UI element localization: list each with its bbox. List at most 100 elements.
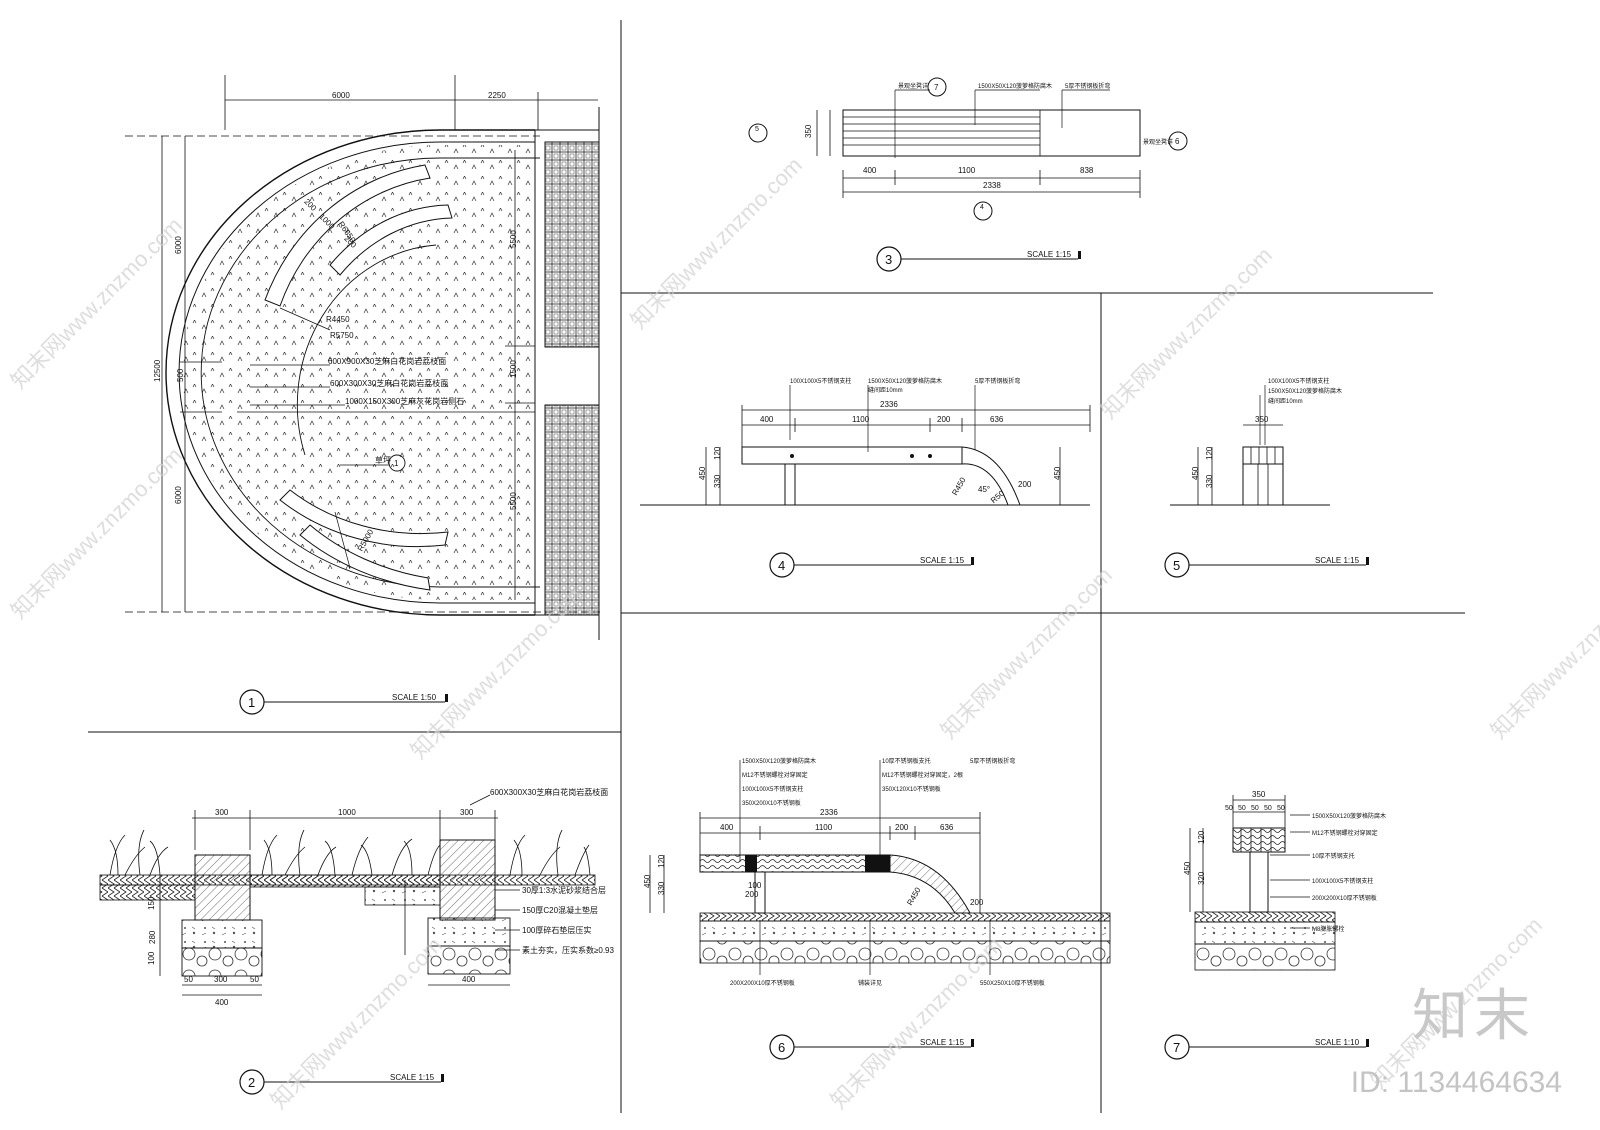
dim-text: 1100 — [852, 415, 870, 424]
post-left — [754, 871, 766, 914]
plaza-outer-arc — [165, 129, 535, 616]
dim-text: 450 — [1183, 861, 1192, 875]
bench-seat — [741, 446, 963, 465]
title-scale: SCALE 1:15 — [1315, 556, 1360, 565]
dim-text: 6000 — [332, 91, 350, 100]
dim-text: 6000 — [174, 486, 183, 504]
dim-text: 400 — [863, 166, 877, 175]
bench-leg — [784, 463, 796, 506]
dim-text: 150 — [147, 896, 156, 910]
watermark: 知末网www.znzmo.com — [266, 932, 447, 1113]
note: 100厚碎石垫层压实 — [522, 925, 591, 935]
dim-text: 330 — [657, 881, 666, 895]
tile-strip-upper — [544, 141, 600, 348]
ring-band-outer — [200, 157, 540, 588]
curved-seat-bottom — [299, 524, 431, 591]
title-scale: SCALE 1:15 — [390, 1073, 435, 1082]
dim-text: 120 — [713, 446, 722, 460]
dim-text: 330 — [1205, 474, 1214, 488]
small-dim: 50 — [1238, 805, 1246, 812]
dim-text: 450 — [1053, 466, 1062, 480]
dim-text: 400 — [215, 998, 229, 1007]
bench-body — [842, 109, 1141, 157]
watermark: 知末网www.znzmo.com — [1096, 242, 1277, 423]
note: 5厚不锈钢板折弯 — [975, 377, 1020, 385]
label: R50 — [989, 488, 1006, 505]
plan-1-detail-marker — [388, 454, 406, 472]
dim-text: 5500 — [509, 230, 518, 248]
note: M8膨胀螺栓 — [1312, 925, 1344, 933]
note: M12不锈钢螺栓对穿固定 — [742, 771, 808, 779]
note: 100X100X5不锈钢支柱 — [790, 377, 851, 385]
dim-text: 50 — [184, 975, 193, 984]
note: 景观坐凳详 — [1143, 138, 1173, 146]
image-id-label: ID: 1134464634 — [1350, 1066, 1562, 1099]
note: 缝间距10mm — [1268, 397, 1303, 405]
note: 10厚不锈钢板支托 — [882, 757, 931, 765]
grass-plants — [109, 829, 591, 876]
note: 1000X150X300芝麻灰花岗岩侧石 — [345, 396, 464, 406]
section-2-planter-edge — [99, 794, 596, 996]
gravel-left — [181, 947, 263, 977]
title-scale: SCALE 1:15 — [920, 1038, 965, 1047]
dim-text: 200 — [937, 415, 951, 424]
paving-top — [1194, 911, 1336, 923]
dim-text: 350 — [1252, 790, 1266, 799]
note: 1500X50X120菠萝格防腐木 — [1268, 387, 1342, 395]
label: R450 — [950, 475, 968, 497]
gravel — [1194, 943, 1336, 971]
dim-text: 120 — [1197, 830, 1206, 844]
ground-paving — [699, 912, 1111, 922]
section-2-texts: 300 1000 300 50 300 50 400 280 150 100 4… — [147, 787, 615, 1007]
dim-text: 350 — [1255, 415, 1269, 424]
section-7-bench-cross — [1189, 795, 1336, 971]
title-number: 5 — [1173, 558, 1180, 573]
note: 350X200X10不锈钢板 — [742, 799, 801, 807]
title-scale: SCALE 1:50 — [392, 693, 437, 702]
note: 景观坐凳详 — [898, 82, 928, 90]
small-dim: 50 — [1225, 805, 1233, 812]
section-marker-5 — [748, 123, 768, 143]
dim-text: 400 — [720, 823, 734, 832]
note: 100X100X5不锈钢支柱 — [742, 785, 803, 793]
plaza-paving-fill — [181, 145, 535, 600]
elevation-4-bench — [640, 385, 1091, 506]
dim-text: 450 — [643, 874, 652, 888]
tile-strip-lower — [544, 404, 600, 616]
section-6-bench — [649, 760, 1111, 975]
marker-num: 4 — [980, 204, 984, 211]
dim-text: 350 — [804, 124, 813, 138]
dim-text: 200 — [895, 823, 909, 832]
dim-text: 2338 — [983, 181, 1001, 190]
dim-text: 280 — [148, 930, 157, 944]
base-mid — [364, 886, 441, 906]
brand-logo: 知末 — [1412, 984, 1536, 1049]
dim-text: 6000 — [174, 236, 183, 254]
note: 5厚不锈钢板折弯 — [1065, 82, 1110, 90]
elevation-5-texts: 350 120 330 450 100X100X5不锈钢支柱 1500X50X1… — [1191, 377, 1342, 488]
dim-text: 450 — [1191, 466, 1200, 480]
curved-seat-top — [264, 164, 431, 307]
curb-right — [439, 839, 496, 921]
marker-num: 6 — [1175, 137, 1180, 146]
dim-text: 2250 — [488, 91, 506, 100]
marker-num: 7 — [934, 83, 939, 92]
note: 100X100X5不锈钢支柱 — [1312, 877, 1373, 885]
label: 45° — [978, 485, 990, 494]
dim-text: 120 — [1205, 446, 1214, 460]
watermark: 知末网www.znzmo.com — [6, 442, 187, 623]
title-scale: SCALE 1:15 — [1027, 250, 1072, 259]
note: M12不锈钢螺栓对穿固定，2根 — [882, 771, 963, 779]
curved-seat-lower — [279, 489, 449, 548]
gravel-right — [427, 945, 511, 975]
dim-text: 300 — [460, 808, 474, 817]
small-dim: 200 — [745, 890, 759, 899]
dim-text: 100 — [147, 951, 156, 965]
elevation-5-bench-side — [1170, 385, 1330, 506]
paving-frame-right — [534, 129, 600, 616]
dim-text: 1100 — [958, 166, 976, 175]
dim-text: 320 — [1197, 871, 1206, 885]
small-dim: 50 — [1251, 805, 1259, 812]
watermark: 知末网www.znzmo.com — [406, 582, 587, 763]
dim-text: 12500 — [153, 359, 162, 382]
